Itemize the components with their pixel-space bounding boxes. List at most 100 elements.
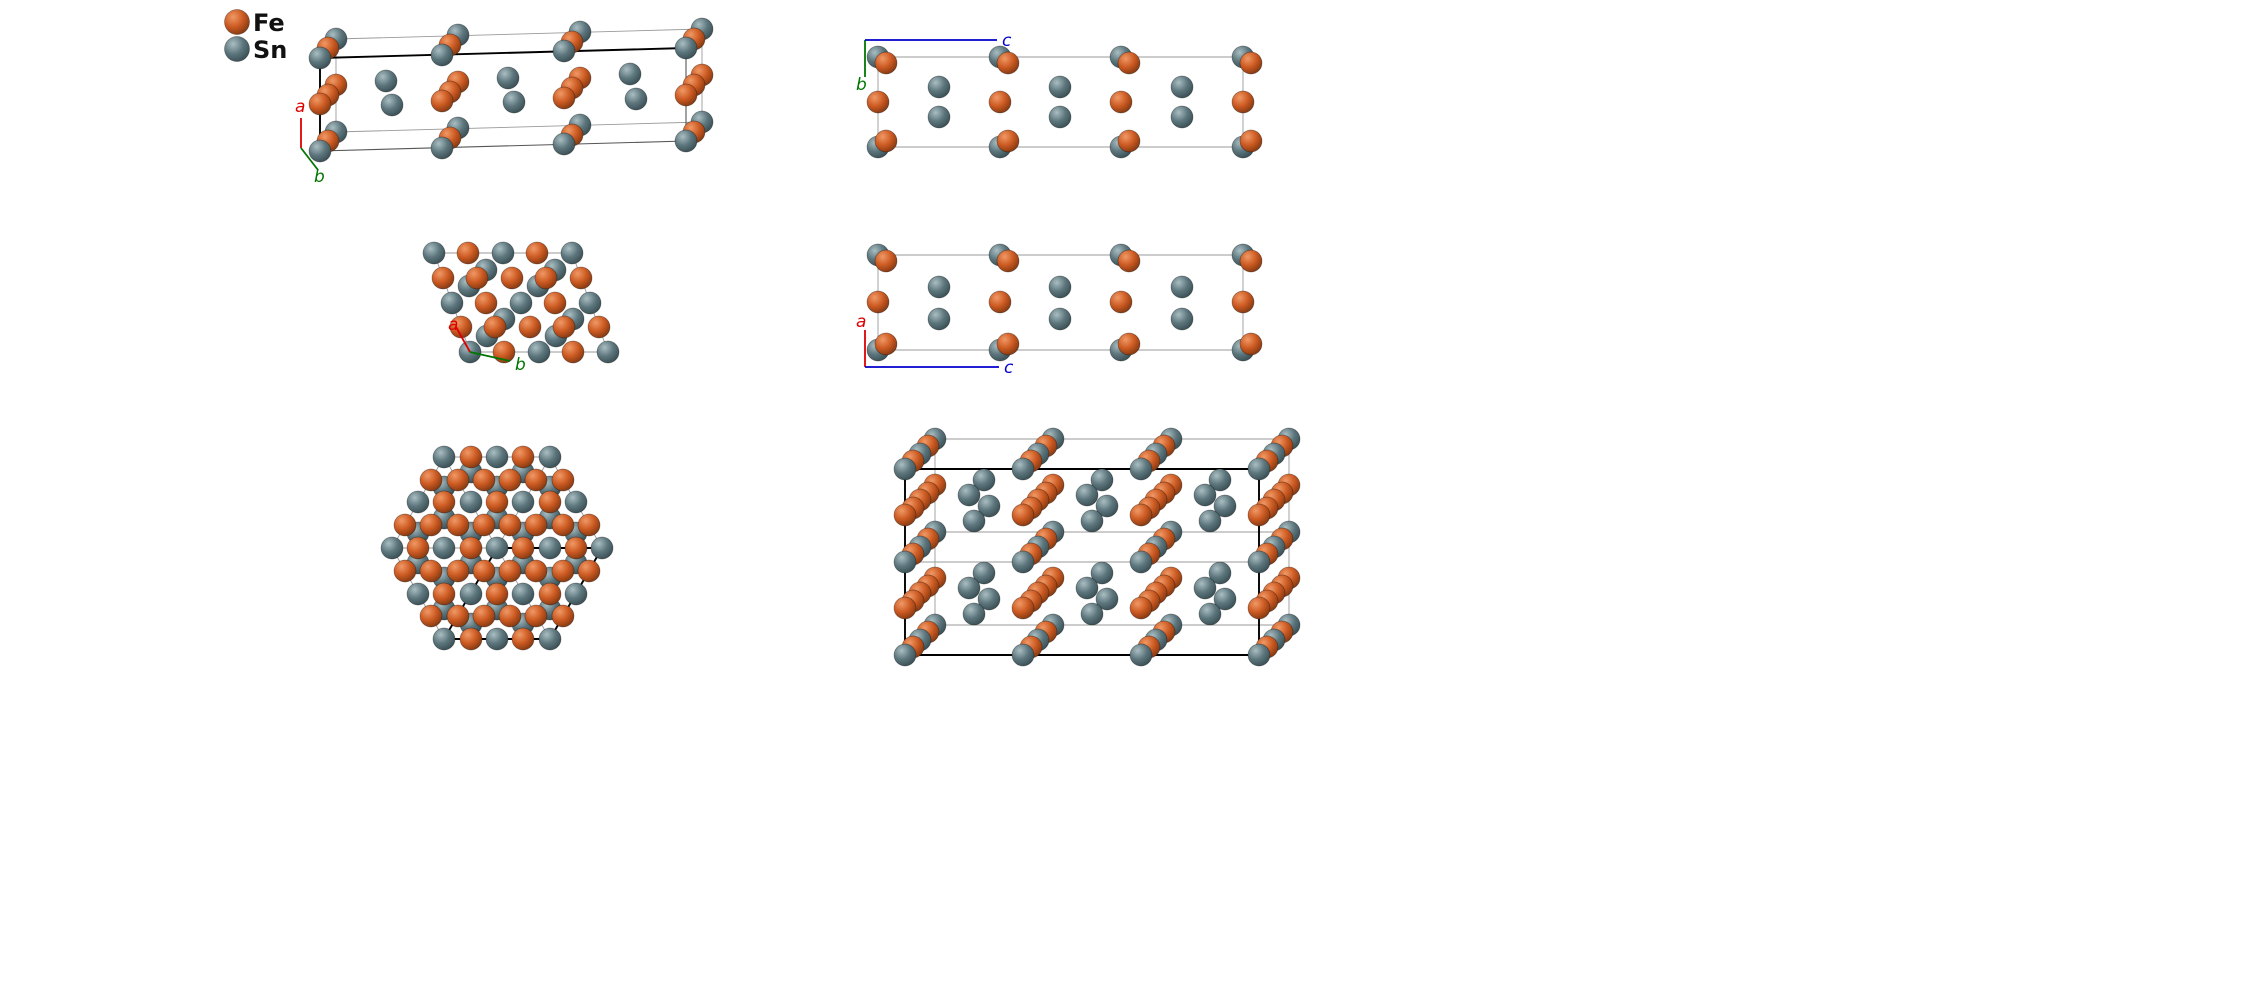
axis-line-a bbox=[455, 326, 471, 353]
panel-projection-ac: ac bbox=[856, 243, 1263, 378]
fe-atom bbox=[1239, 51, 1263, 75]
sn-atom bbox=[674, 36, 698, 60]
fe-atom bbox=[446, 559, 470, 583]
fe-atom bbox=[498, 513, 522, 537]
cell-edge bbox=[335, 28, 703, 40]
sn-atom bbox=[1080, 602, 1104, 626]
sn-atom bbox=[430, 43, 454, 67]
sn-atom bbox=[893, 457, 917, 481]
sn-atom bbox=[1208, 468, 1232, 492]
sn-atom bbox=[1208, 561, 1232, 585]
fe-atom bbox=[551, 559, 575, 583]
fe-atom bbox=[498, 559, 522, 583]
fe-atom bbox=[893, 596, 917, 620]
sn-atom bbox=[1129, 550, 1153, 574]
panel-perspective-view-abc: ab bbox=[295, 17, 714, 187]
sn-atom bbox=[957, 483, 981, 507]
sn-atom bbox=[972, 561, 996, 585]
fe-atom bbox=[419, 559, 443, 583]
fe-atom bbox=[1129, 503, 1153, 527]
fe-atom bbox=[446, 513, 470, 537]
sn-atom bbox=[1048, 75, 1072, 99]
fe-atom bbox=[569, 266, 593, 290]
sn-atom bbox=[538, 445, 562, 469]
fe-atom bbox=[1109, 290, 1133, 314]
fe-atom bbox=[1117, 249, 1141, 273]
fe-atom bbox=[551, 468, 575, 492]
fe-atom bbox=[674, 83, 698, 107]
sn-atom bbox=[1095, 494, 1119, 518]
fe-atom bbox=[561, 340, 585, 364]
fe-atom bbox=[543, 291, 567, 315]
fe-atom bbox=[874, 332, 898, 356]
sn-atom bbox=[560, 241, 584, 265]
fe-atom bbox=[866, 290, 890, 314]
fe-atom bbox=[483, 315, 507, 339]
fe-atom bbox=[498, 468, 522, 492]
sn-atom bbox=[1198, 509, 1222, 533]
fe-atom bbox=[446, 468, 470, 492]
sn-atom bbox=[1048, 105, 1072, 129]
fe-atom bbox=[419, 513, 443, 537]
sn-atom bbox=[502, 90, 526, 114]
fe-atom bbox=[866, 90, 890, 114]
fe-atom bbox=[538, 582, 562, 606]
sn-atom bbox=[459, 582, 483, 606]
sn-atom bbox=[1247, 457, 1271, 481]
fe-atom bbox=[511, 627, 535, 651]
fe-atom bbox=[449, 315, 473, 339]
fe-atom bbox=[551, 604, 575, 628]
fe-atom bbox=[996, 129, 1020, 153]
sn-atom bbox=[596, 340, 620, 364]
fe-atom bbox=[419, 604, 443, 628]
fe-atom bbox=[1231, 90, 1255, 114]
sn-atom bbox=[552, 39, 576, 63]
sn-atom bbox=[308, 46, 332, 70]
axis-label-c: c bbox=[1002, 31, 1012, 51]
fe-atom bbox=[431, 266, 455, 290]
sn-atom bbox=[511, 582, 535, 606]
fe-atom bbox=[577, 559, 601, 583]
sn-atom bbox=[893, 550, 917, 574]
fe-atom bbox=[552, 86, 576, 110]
sn-atom bbox=[977, 587, 1001, 611]
sn-atom bbox=[1095, 587, 1119, 611]
sn-atom bbox=[459, 490, 483, 514]
sn-atom bbox=[1080, 509, 1104, 533]
sn-atom bbox=[1170, 307, 1194, 331]
sn-atom bbox=[538, 536, 562, 560]
axis-label-a: a bbox=[448, 315, 458, 335]
axis-label-a: a bbox=[295, 97, 305, 117]
fe-atom bbox=[432, 490, 456, 514]
sn-atom bbox=[430, 136, 454, 160]
sn-atom bbox=[927, 75, 951, 99]
fe-atom bbox=[406, 536, 430, 560]
fe-atom bbox=[472, 559, 496, 583]
panel-projection-hexagonal bbox=[380, 445, 614, 651]
legend-label-fe: Fe bbox=[253, 9, 285, 37]
fe-atom bbox=[459, 536, 483, 560]
fe-atom bbox=[419, 468, 443, 492]
sn-atom bbox=[927, 275, 951, 299]
sn-atom bbox=[552, 132, 576, 156]
sn-atom bbox=[496, 66, 520, 90]
sn-atom bbox=[564, 490, 588, 514]
fe-atom bbox=[1231, 290, 1255, 314]
sn-atom bbox=[957, 576, 981, 600]
sn-atom bbox=[1247, 550, 1271, 574]
sn-atom bbox=[509, 291, 533, 315]
fe-atom bbox=[459, 627, 483, 651]
sn-atom bbox=[485, 627, 509, 651]
fe-atom bbox=[524, 559, 548, 583]
axis-line-b bbox=[300, 147, 319, 171]
fe-atom bbox=[456, 241, 480, 265]
fe-atom bbox=[893, 503, 917, 527]
fe-atom bbox=[472, 468, 496, 492]
fe-atom bbox=[446, 604, 470, 628]
fe-atom bbox=[874, 51, 898, 75]
sn-atom bbox=[380, 536, 404, 560]
fe-atom bbox=[1117, 129, 1141, 153]
fe-atom bbox=[1117, 51, 1141, 75]
sn-atom bbox=[1090, 468, 1114, 492]
sn-atom bbox=[511, 490, 535, 514]
